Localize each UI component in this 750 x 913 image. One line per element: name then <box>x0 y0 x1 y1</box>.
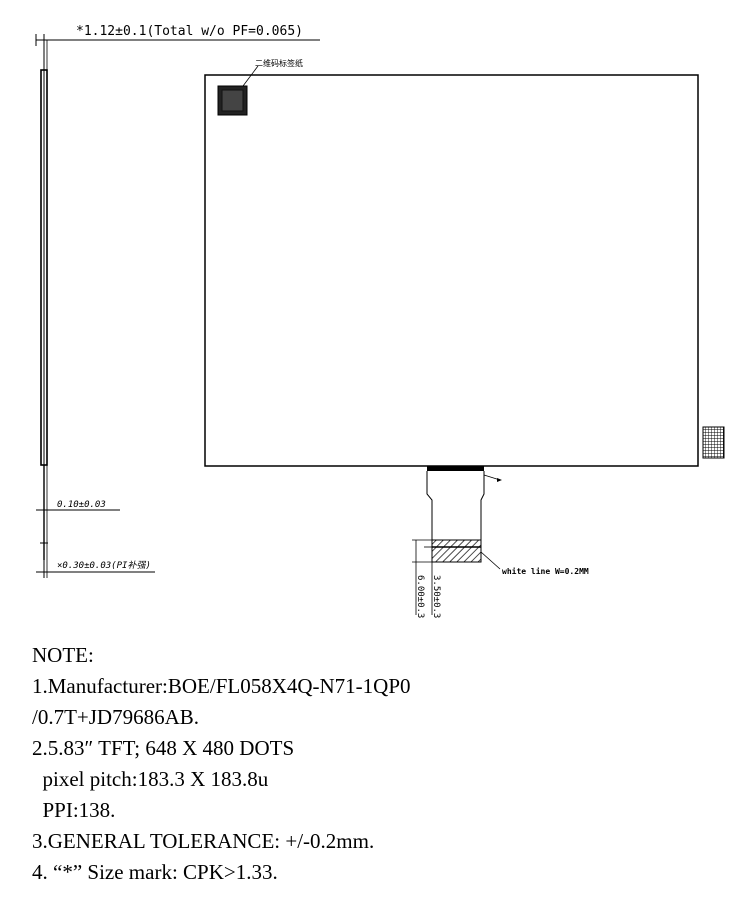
qr-label: 二维码标签纸 <box>217 58 303 116</box>
dim-010: 0.10±0.03 <box>36 500 120 511</box>
dim-010-label: 0.10±0.03 <box>57 500 106 510</box>
white-line-label: white line W=0.2MM <box>502 566 589 576</box>
panel-outline <box>204 74 699 467</box>
fpc-dimensions: 6.00±0.3 3.50±0.3 <box>412 539 441 618</box>
thickness-dimension: *1.12±0.1(Total w/o PF=0.065) <box>35 24 320 46</box>
note-2b: pixel pitch:183.3 X 183.8u <box>32 767 269 791</box>
qr-label-text: 二维码标签纸 <box>255 58 303 68</box>
dim-350-label: 3.50±0.3 <box>431 575 441 618</box>
note-2c: PPI:138. <box>32 798 116 822</box>
notes-heading: NOTE: <box>32 643 94 667</box>
note-2: 2.5.83″ TFT; 648 X 480 DOTS <box>32 736 295 760</box>
fpc-cable <box>426 466 502 563</box>
notes-block: NOTE: 1.Manufacturer:BOE/FL058X4Q-N71-1Q… <box>32 640 732 888</box>
mechanical-drawing: *1.12±0.1(Total w/o PF=0.065) 0.10±0.03 … <box>35 24 725 618</box>
thickness-dim-label: *1.12±0.1(Total w/o PF=0.065) <box>76 24 303 39</box>
side-profile <box>40 40 48 578</box>
dim-030-label: ×0.30±0.03(PI补强) <box>57 560 151 571</box>
note-1: 1.Manufacturer:BOE/FL058X4Q-N71-1QP0 <box>32 674 411 698</box>
dim-600-label: 6.00±0.3 <box>415 575 425 618</box>
note-3: 3.GENERAL TOLERANCE: +/-0.2mm. <box>32 829 375 853</box>
dim-030: ×0.30±0.03(PI补强) <box>36 560 155 573</box>
grid-pad <box>702 426 725 459</box>
note-4: 4. “*” Size mark: CPK>1.33. <box>32 860 278 884</box>
note-1b: /0.7T+JD79686AB. <box>32 705 200 729</box>
white-line-callout: white line W=0.2MM <box>480 551 589 576</box>
